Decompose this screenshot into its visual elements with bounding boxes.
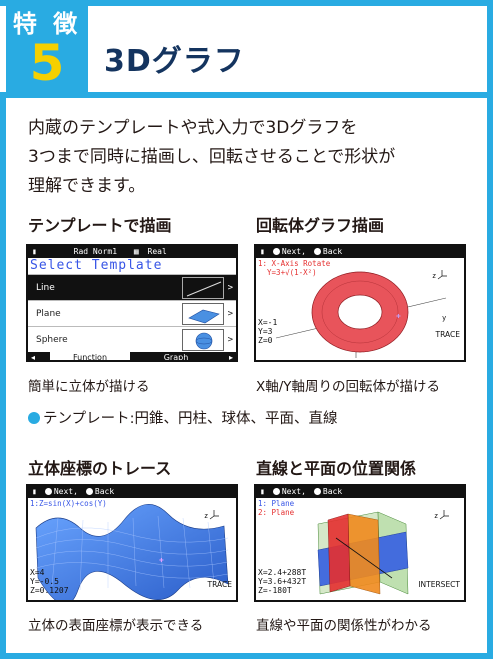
svg-text:z: z <box>204 512 208 520</box>
page-title: 3Dグラフ <box>104 44 245 79</box>
svg-text:y: y <box>442 314 446 322</box>
tab-graph[interactable]: Graph <box>163 353 189 362</box>
feature-header: 特 徴 5 3Dグラフ <box>0 0 493 98</box>
planes-plot: z 1: Plane 2: Plane X=2.4+288T Y=3.6+432… <box>256 498 464 600</box>
left-arrow-icon: ◂ <box>31 353 36 362</box>
key-icon <box>313 248 321 255</box>
row-label: Plane <box>36 309 61 319</box>
tab-function[interactable]: Function <box>50 352 130 360</box>
grid-icon: ▦ <box>133 247 139 256</box>
right-arrow-icon: ▸ <box>228 353 233 362</box>
intersect-heading: 直線と平面の位置関係 <box>256 459 417 478</box>
status-next: Next, <box>281 487 306 496</box>
key-icon <box>272 248 280 255</box>
template-row-sphere[interactable]: Sphere > <box>28 326 236 352</box>
status-back: Back <box>322 247 343 256</box>
graph-equation: 1: X-Axis Rotate Y=3+√(1-X²) <box>258 259 331 277</box>
status-mode: Rad Norm1 <box>73 247 118 256</box>
function-key-bar: ◂ Function Graph ▸ <box>28 352 236 362</box>
chevron-right-icon: > <box>227 283 233 293</box>
trace-label: TRACE <box>435 330 460 339</box>
feature-badge-label: 特 徴 <box>12 10 82 38</box>
template-row-line[interactable]: Line > <box>28 274 236 300</box>
bullet-icon <box>28 412 40 424</box>
battery-icon: ▮ <box>260 247 265 256</box>
graph-equation: 1:Z=sin(X)+cos(Y) <box>30 499 107 508</box>
intersect-coordinates: X=2.4+288T Y=3.6+432T Z=-180T <box>258 568 307 595</box>
template-screen: ▮ Rad Norm1 ▦ Real Select Template Line … <box>26 244 238 362</box>
intersect-screen: ▮ Next, Back z 1: Plane 2: Plane X=2.4+288… <box>254 484 466 602</box>
status-next: Next, <box>281 247 306 256</box>
trace-label: TRACE <box>207 580 232 589</box>
template-row-plane[interactable]: Plane > <box>28 300 236 326</box>
surface-plot: ✚ z 1:Z=sin(X)+cos(Y) X=4 Y=-0.5 Z=0.120… <box>28 498 236 600</box>
torus-plot: z y ✚ 1: X-Axis Rotate Y=3+√(1-X²) X=-1 … <box>256 258 464 360</box>
battery-icon: ▮ <box>32 487 37 496</box>
key-icon <box>313 488 321 495</box>
rotation-heading: 回転体グラフ描画 <box>256 216 385 235</box>
status-back: Back <box>322 487 343 496</box>
key-icon <box>85 488 93 495</box>
intro-line: 内蔵のテンプレートや式入力で3Dグラフを <box>28 118 358 138</box>
trace-caption: 立体の表面座標が表示できる <box>28 618 204 634</box>
template-list-text: テンプレート:円錐、円柱、球体、平面、直線 <box>43 411 338 427</box>
key-icon <box>272 488 280 495</box>
trace-screen: ▮Next,Back ✚ z 1:Z=sin( <box>26 484 238 602</box>
status-bar: ▮ Rad Norm1 ▦ Real <box>28 246 236 258</box>
svg-text:✚: ✚ <box>159 555 164 564</box>
intro-text: 内蔵のテンプレートや式入力で3Dグラフを 3つまで同時に描画し、回転させることで… <box>28 114 478 201</box>
trace-coordinates: X=-1 Y=3 Z=0 <box>258 318 278 345</box>
svg-text:z: z <box>434 512 438 520</box>
intersect-label: INTERSECT <box>418 580 460 589</box>
status-bar: ▮ Next, Back <box>256 486 464 498</box>
trace-heading: 立体座標のトレース <box>28 459 172 478</box>
graph-equation-1: 1: Plane <box>258 499 295 508</box>
template-heading: テンプレートで描画 <box>28 216 172 235</box>
template-caption: 簡単に立体が描ける <box>28 379 150 395</box>
trace-coordinates: X=4 Y=-0.5 Z=0.1207 <box>30 568 69 595</box>
screen-title: Select Template <box>30 258 163 273</box>
status-next: Next, <box>53 487 78 496</box>
header-edge <box>487 0 493 98</box>
line-thumb-icon <box>182 277 224 299</box>
svg-text:z: z <box>432 272 436 280</box>
battery-icon: ▮ <box>32 247 37 256</box>
feature-badge <box>6 0 88 98</box>
status-back: Back <box>94 487 115 496</box>
status-bar: ▮ Next, Back <box>28 486 236 498</box>
feature-badge-number: 5 <box>29 34 65 92</box>
row-label: Sphere <box>36 335 68 345</box>
intersect-caption: 直線や平面の関係性がわかる <box>256 618 432 634</box>
chevron-right-icon: > <box>227 309 233 319</box>
svg-text:✚: ✚ <box>396 311 401 320</box>
status-real: Real <box>147 247 167 256</box>
battery-icon: ▮ <box>260 487 265 496</box>
sphere-thumb-icon <box>182 329 224 351</box>
status-bar: ▮ Next, Back <box>256 246 464 258</box>
graph-equation-2: 2: Plane <box>258 508 295 517</box>
rotation-caption: X軸/Y軸周りの回転体が描ける <box>256 379 441 395</box>
template-list: テンプレート:円錐、円柱、球体、平面、直線 <box>28 407 337 428</box>
rotation-screen: ▮ Next, Back z y ✚ 1: X-Axis Rotate Y=3+√(… <box>254 244 466 362</box>
plane-thumb-icon <box>182 303 224 325</box>
row-label: Line <box>36 283 55 293</box>
intro-line: 理解できます。 <box>28 176 146 196</box>
intro-line: 3つまで同時に描画し、回転させることで形状が <box>28 147 396 167</box>
chevron-right-icon: > <box>227 335 233 345</box>
header-top-bar <box>0 0 493 6</box>
key-icon <box>44 488 52 495</box>
header-underline <box>0 92 493 98</box>
